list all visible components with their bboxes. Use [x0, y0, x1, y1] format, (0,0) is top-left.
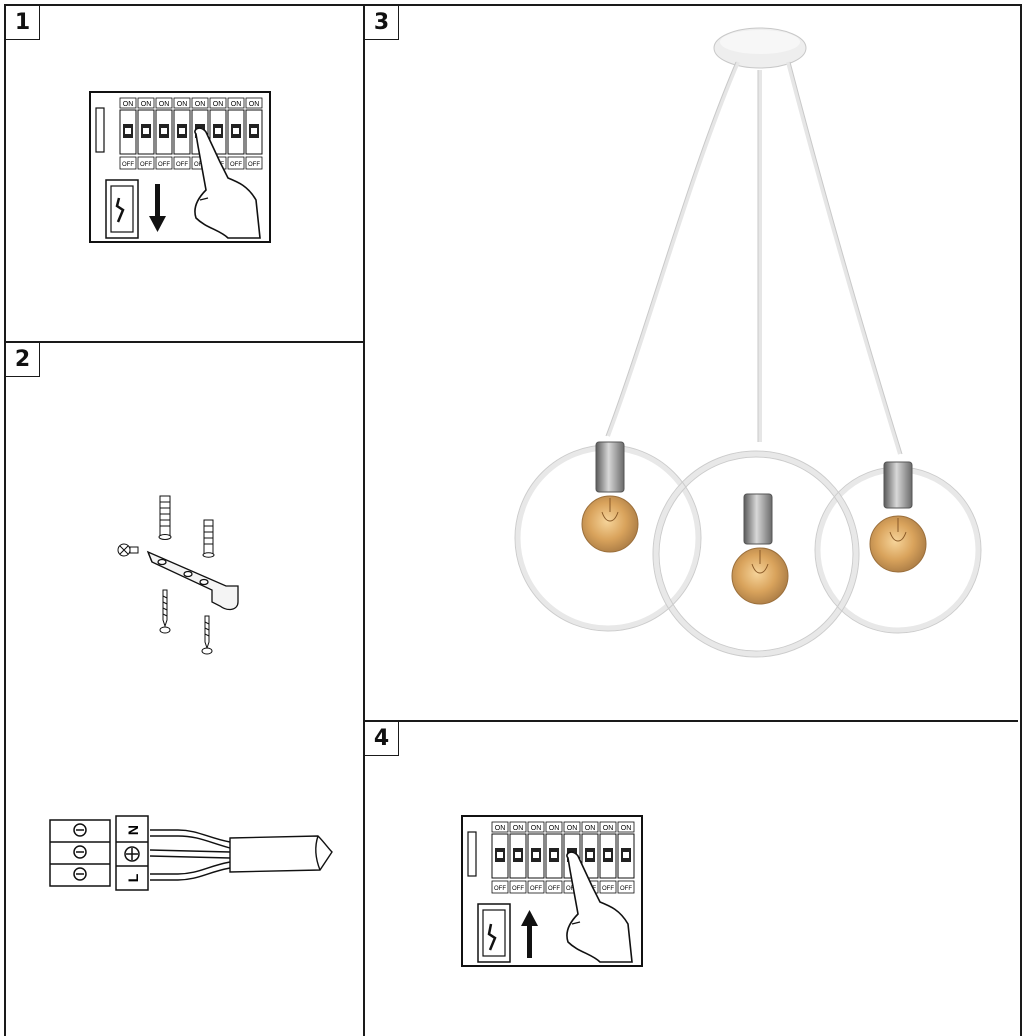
breaker-off-label: OFF — [140, 162, 152, 168]
terminal-label-l: L — [125, 873, 141, 882]
wall-plug-icon — [158, 495, 215, 558]
hand-pointing-icon — [566, 851, 633, 963]
breaker-switch: ON OFF — [227, 97, 245, 170]
breaker-on-label: ON — [159, 101, 170, 108]
breaker-switch: ON OFF — [545, 821, 563, 894]
cable-icon — [149, 829, 333, 881]
step-number-4: 4 — [365, 722, 399, 756]
arrow-up-icon — [521, 910, 538, 958]
breaker-on-label: ON — [603, 825, 614, 832]
step-number-2: 2 — [6, 343, 40, 377]
breaker-on-label: ON — [177, 101, 188, 108]
breaker-on-label: ON — [495, 825, 506, 832]
step2-mounting-hardware — [108, 490, 248, 660]
breaker-off-label: OFF — [620, 886, 632, 892]
breaker-on-label: ON — [621, 825, 632, 832]
breaker-off-label: OFF — [494, 886, 506, 892]
breaker-switch: ON OFF — [173, 97, 191, 170]
column-divider — [363, 4, 365, 1036]
breaker-switch: ON OFF — [119, 97, 137, 170]
step4-breaker-illustration: ONOFFONOFFONOFFONOFFONOFFONOFFONOFFONOFF — [460, 814, 644, 968]
breaker-switch: ON OFF — [599, 821, 617, 894]
breaker-off-label: OFF — [602, 886, 614, 892]
breaker-on-label: ON — [531, 825, 542, 832]
breaker-panel-icon: ONOFFONOFFONOFFONOFFONOFFONOFFONOFFONOFF — [89, 91, 271, 243]
breaker-on-label: ON — [231, 101, 242, 108]
breaker-switch: ON OFF — [617, 821, 635, 894]
outer-border-right — [1020, 4, 1022, 1036]
step2-terminal-block: N L — [48, 812, 334, 894]
hand-pointing-icon — [194, 127, 261, 239]
breaker-switch: ON OFF — [137, 97, 155, 170]
breaker-off-label: OFF — [548, 886, 560, 892]
breaker-switch: ON OFF — [155, 97, 173, 170]
breaker-on-label: ON — [549, 825, 560, 832]
breaker-on-label: ON — [195, 101, 206, 108]
breaker-on-label: ON — [567, 825, 578, 832]
breaker-off-label: OFF — [566, 886, 578, 892]
step-number-1: 1 — [6, 6, 40, 40]
breaker-off-label: OFF — [158, 162, 170, 168]
screw-icon — [159, 589, 213, 655]
step3-pendant-lamp — [510, 24, 984, 676]
breaker-switch: ON OFF — [245, 97, 263, 170]
row-divider-right — [364, 720, 1018, 722]
screw-icon — [117, 543, 139, 557]
breaker-off-label: OFF — [530, 886, 542, 892]
breaker-on-label: ON — [123, 101, 134, 108]
breaker-on-label: ON — [513, 825, 524, 832]
breaker-switch: ON OFF — [491, 821, 509, 894]
breaker-off-label: OFF — [248, 162, 260, 168]
step1-breaker-illustration: ONOFFONOFFONOFFONOFFONOFFONOFFONOFFONOFF — [88, 90, 272, 244]
breaker-off-label: OFF — [512, 886, 524, 892]
outer-border-left — [4, 4, 6, 1036]
outer-border-top — [4, 4, 1022, 6]
terminal-label-n: N — [125, 825, 141, 835]
mounting-bracket-icon — [146, 550, 239, 611]
breaker-off-label: OFF — [122, 162, 134, 168]
step-number-3: 3 — [365, 6, 399, 40]
breaker-switch: ON OFF — [527, 821, 545, 894]
row-divider-left — [4, 341, 364, 343]
breaker-switch: ON OFF — [509, 821, 527, 894]
terminal-block-icon — [49, 815, 149, 891]
breaker-off-label: OFF — [194, 162, 206, 168]
breaker-on-label: ON — [249, 101, 260, 108]
breaker-off-label: OFF — [176, 162, 188, 168]
breaker-off-label: OFF — [230, 162, 242, 168]
breaker-on-label: ON — [213, 101, 224, 108]
arrow-down-icon — [149, 184, 166, 232]
breaker-panel-icon: ONOFFONOFFONOFFONOFFONOFFONOFFONOFFONOFF — [461, 815, 643, 967]
breaker-on-label: ON — [585, 825, 596, 832]
pendant-lamp-icon — [514, 27, 982, 658]
breaker-on-label: ON — [141, 101, 152, 108]
